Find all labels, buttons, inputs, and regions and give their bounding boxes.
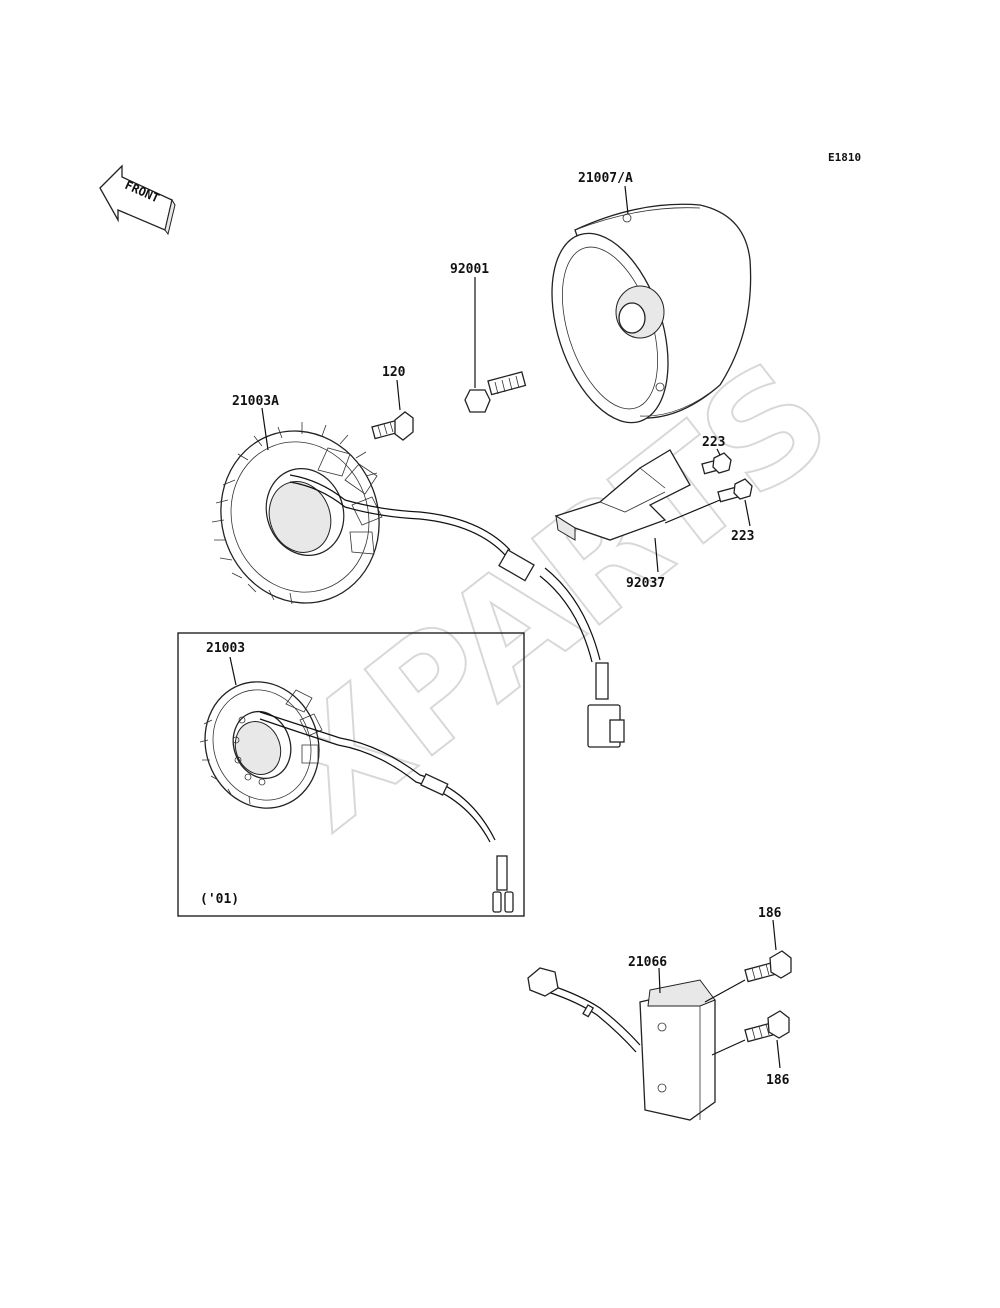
stator-main bbox=[211, 422, 383, 605]
flywheel-bolt bbox=[464, 371, 527, 413]
label-stator-bolt: 120 bbox=[382, 365, 406, 380]
label-bracket-bolt-top: 223 bbox=[702, 435, 725, 450]
inset-note: ('01) bbox=[200, 892, 239, 907]
flywheel-rotor bbox=[551, 203, 752, 424]
bracket-bolt-bottom bbox=[717, 478, 753, 503]
regulator-rectifier bbox=[639, 979, 746, 1121]
label-regulator-bolt-top: 186 bbox=[758, 906, 782, 921]
stator-inset bbox=[199, 681, 323, 809]
stator-bolt bbox=[371, 411, 414, 441]
regulator-connector bbox=[527, 967, 595, 1018]
label-bracket-bolt-bottom: 223 bbox=[731, 529, 754, 544]
wire-bracket bbox=[554, 449, 721, 541]
front-arrow-icon: FRONT bbox=[99, 164, 176, 236]
label-stator-main: 21003A bbox=[232, 394, 279, 409]
label-stator-inset: 21003 bbox=[206, 641, 245, 656]
label-flywheel-bolt: 92001 bbox=[450, 262, 489, 277]
label-regulator: 21066 bbox=[628, 955, 667, 970]
regulator-bolt-bottom bbox=[744, 1010, 790, 1043]
label-regulator-bolt-bottom: 186 bbox=[766, 1073, 790, 1088]
inset-box bbox=[177, 632, 525, 917]
label-bracket: 92037 bbox=[626, 576, 665, 591]
regulator-bolt-top bbox=[744, 950, 792, 983]
bracket-bolt-top bbox=[701, 452, 732, 475]
diagram-code: E1810 bbox=[828, 151, 861, 164]
label-flywheel: 21007/A bbox=[578, 171, 633, 186]
